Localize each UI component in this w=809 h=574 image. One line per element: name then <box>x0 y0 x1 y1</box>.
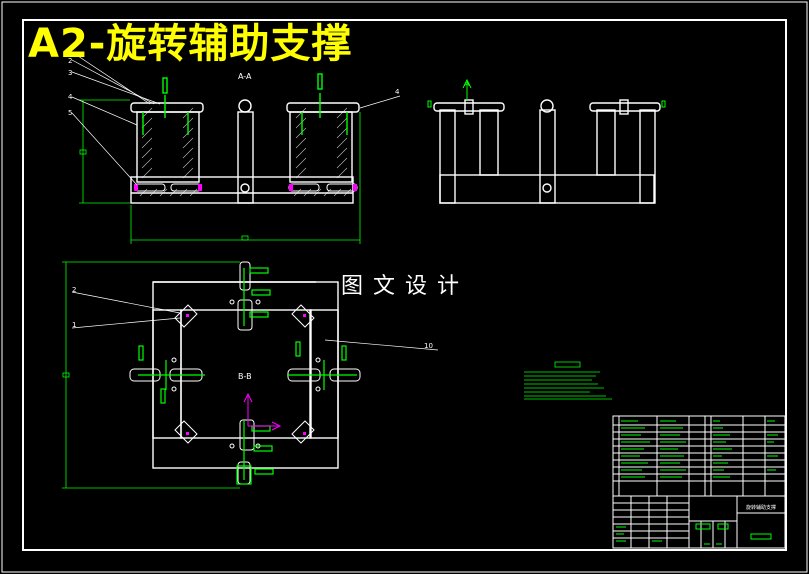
plan-balloons: 2 1 10 <box>72 286 433 350</box>
title-block <box>612 495 786 549</box>
plan-green-features <box>138 267 357 485</box>
section-label-a-a: A-A <box>238 72 252 81</box>
drawing-title: A2-旋转辅助支撑 <box>28 21 353 67</box>
balloon-front-2: 2 <box>68 57 72 65</box>
plan-axes <box>243 392 282 431</box>
technical-notes <box>524 361 612 400</box>
balloon-front-1: 1 <box>68 49 72 57</box>
balloon-plan-2: 1 <box>72 321 76 329</box>
front-centre-marks <box>142 73 348 135</box>
view-arrow-label: A <box>464 79 470 88</box>
balloon-plan-right: 10 <box>424 342 433 350</box>
front-pins <box>134 183 358 192</box>
balloon-front-5: 5 <box>68 109 72 117</box>
front-leaders <box>71 51 401 186</box>
balloon-front-4: 4 <box>68 93 73 101</box>
plan-markers <box>186 314 306 435</box>
front-dimensions <box>79 99 361 244</box>
inner-border <box>22 19 787 551</box>
section-label-b-b: B-B <box>238 372 252 381</box>
parts-list <box>612 415 786 497</box>
balloon-front-right: 4 <box>395 88 400 96</box>
front-balloons: 1 2 3 4 5 4 <box>68 49 400 117</box>
plan-dimensions <box>62 261 240 489</box>
balloon-plan-1: 2 <box>72 286 76 294</box>
side-view <box>433 99 661 204</box>
parts-list-entries <box>621 420 778 478</box>
plan-leaders <box>71 291 439 351</box>
drawing-name: 旋转辅助支撑 <box>746 504 776 511</box>
title-block-entries <box>616 523 772 545</box>
section-hatch <box>139 107 352 197</box>
side-view-marks <box>427 78 666 108</box>
balloon-front-3: 3 <box>68 69 72 77</box>
watermark-text: 图文设计 <box>341 274 470 299</box>
pin-markers <box>134 184 357 191</box>
